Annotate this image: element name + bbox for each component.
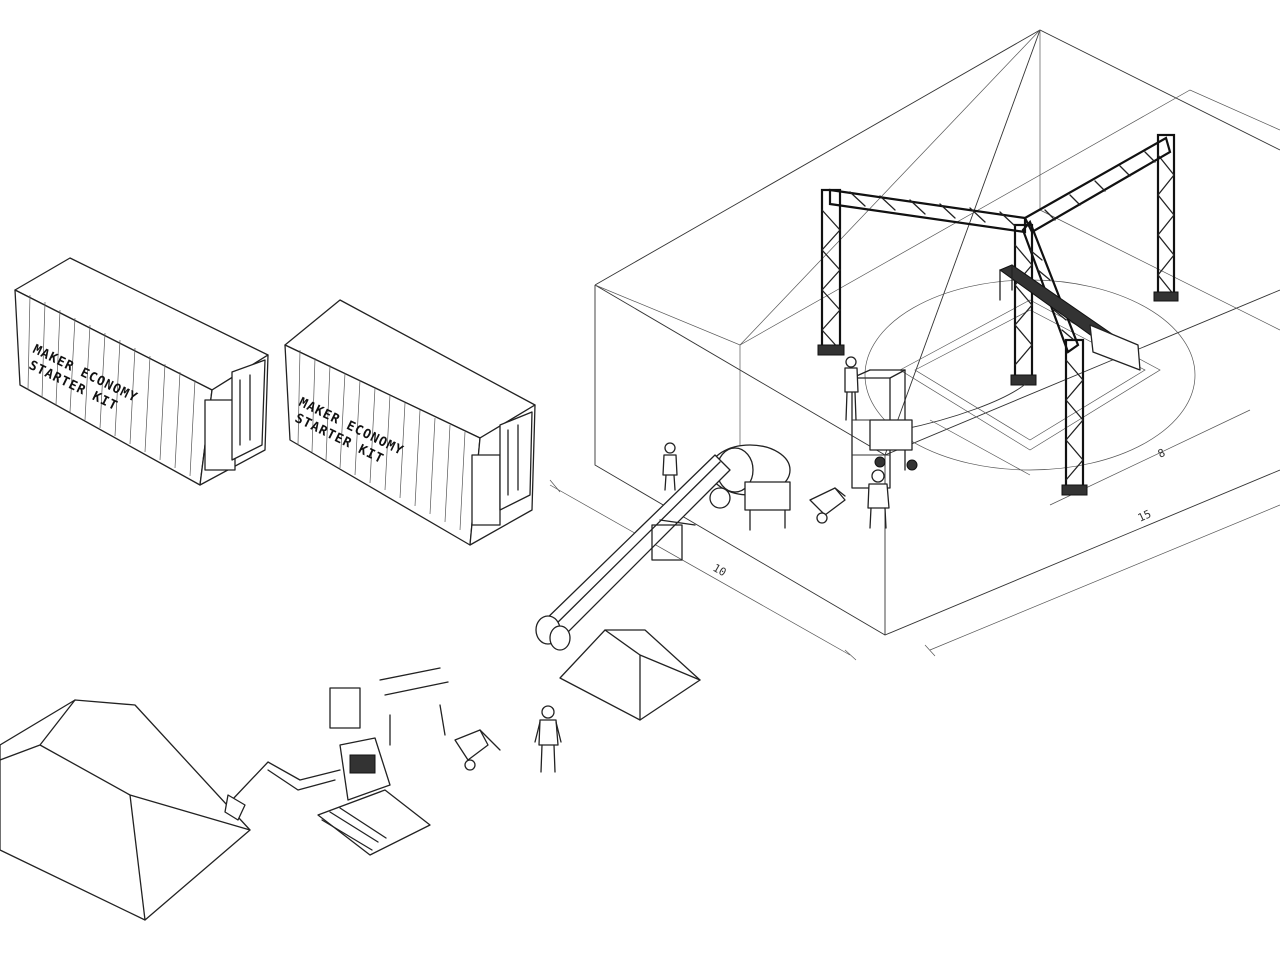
workspace-box (594, 29, 1280, 636)
dimension-width: 10 (549, 479, 857, 661)
scaffold-tower (851, 369, 918, 489)
wheelbarrow-upper (809, 487, 846, 524)
material-pile-large (0, 699, 251, 921)
dimension-label-length: 15 (1136, 507, 1154, 524)
sieve-hopper (329, 667, 449, 746)
material-pile-small (559, 629, 701, 721)
dimension-label-depth: 8 (1156, 446, 1167, 461)
person-near-gantry (867, 469, 890, 529)
dimension-label-width: 10 (711, 561, 729, 579)
mixer-drum (709, 444, 791, 531)
truss-gantry (817, 133, 1179, 496)
dimension-length: 15 (924, 504, 1280, 657)
person-on-scaffold (844, 356, 859, 421)
shipping-container-2: MAKER ECONOMY STARTER KIT (284, 299, 536, 546)
person-at-mixer (662, 442, 678, 491)
wheelbarrow-lower (454, 729, 501, 771)
conveyor-belt (535, 454, 731, 651)
shipping-container-1: MAKER ECONOMY STARTER KIT (14, 257, 269, 486)
mini-excavator (224, 737, 431, 856)
person-center (534, 705, 562, 773)
